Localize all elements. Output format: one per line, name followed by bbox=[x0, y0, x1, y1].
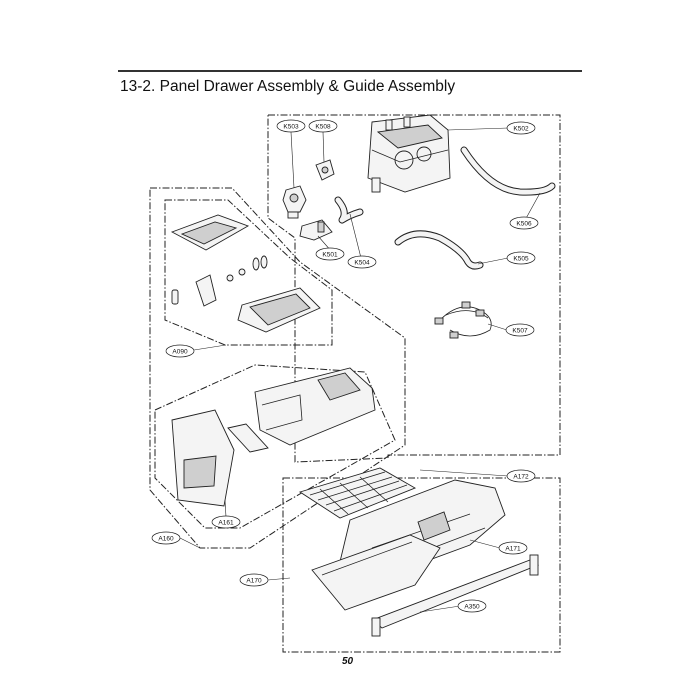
fitting-parts bbox=[226, 255, 268, 282]
callout-label: K502 bbox=[513, 126, 529, 133]
drawer-outer-boundary bbox=[149, 187, 406, 549]
lower-housing-part bbox=[311, 534, 441, 611]
callout-k507: K507 bbox=[505, 323, 535, 337]
callout-k501: K501 bbox=[315, 247, 345, 261]
callout-a090: A090 bbox=[165, 344, 195, 358]
callout-label: K505 bbox=[513, 256, 529, 263]
detergent-tray-part bbox=[237, 287, 321, 333]
small-hose-part bbox=[334, 196, 364, 224]
callout-label: K508 bbox=[315, 124, 331, 131]
clamp-part bbox=[315, 159, 335, 181]
drawer-panel-part bbox=[171, 409, 235, 507]
callout-a350: A350 bbox=[457, 599, 487, 613]
callout-k505: K505 bbox=[506, 251, 536, 265]
callout-a161: A161 bbox=[211, 515, 241, 529]
dispenser-housing-part bbox=[367, 114, 451, 193]
callout-label: A170 bbox=[246, 578, 262, 585]
callout-a170: A170 bbox=[239, 573, 269, 587]
water-valve-part bbox=[282, 185, 307, 219]
callout-label: K504 bbox=[354, 260, 370, 267]
lower-group-boundary bbox=[282, 477, 561, 653]
callout-k508: K508 bbox=[308, 119, 338, 133]
callout-label: A350 bbox=[464, 604, 480, 611]
callout-k503: K503 bbox=[276, 119, 306, 133]
callout-a160: A160 bbox=[151, 531, 181, 545]
drawer-body-part bbox=[254, 367, 376, 446]
callout-label: A161 bbox=[218, 520, 234, 527]
page-title: 13-2. Panel Drawer Assembly & Guide Asse… bbox=[120, 78, 456, 95]
callout-k504: K504 bbox=[347, 255, 377, 269]
valve-bracket-part bbox=[299, 219, 333, 241]
callout-a171: A171 bbox=[498, 541, 528, 555]
top-rule bbox=[118, 70, 582, 72]
siphon-cap-part bbox=[171, 274, 217, 307]
callout-label: K503 bbox=[283, 124, 299, 131]
drawer-cover-part bbox=[170, 214, 250, 251]
drawer-guide-grid-part bbox=[298, 467, 417, 519]
curved-hose-part bbox=[394, 230, 484, 270]
page-number: 50 bbox=[342, 656, 354, 667]
callout-label: A160 bbox=[158, 536, 174, 543]
upper-group-boundary bbox=[267, 114, 561, 463]
panel-bracket-part bbox=[227, 423, 269, 453]
callout-label: A172 bbox=[513, 474, 529, 481]
callout-label: A090 bbox=[172, 349, 188, 356]
drawer-inner-boundary bbox=[164, 199, 333, 346]
long-hose-part bbox=[460, 146, 556, 196]
callout-k506: K506 bbox=[509, 216, 539, 230]
wire-harness-part bbox=[434, 301, 492, 339]
callout-label: K501 bbox=[322, 252, 338, 259]
callout-label: K507 bbox=[512, 328, 528, 335]
callout-label: K506 bbox=[516, 221, 532, 228]
drawer-lower-boundary bbox=[154, 364, 396, 529]
callout-k502: K502 bbox=[506, 121, 536, 135]
callout-a172: A172 bbox=[506, 469, 536, 483]
guide-rail-part bbox=[371, 554, 539, 637]
callout-label: A171 bbox=[505, 546, 521, 553]
